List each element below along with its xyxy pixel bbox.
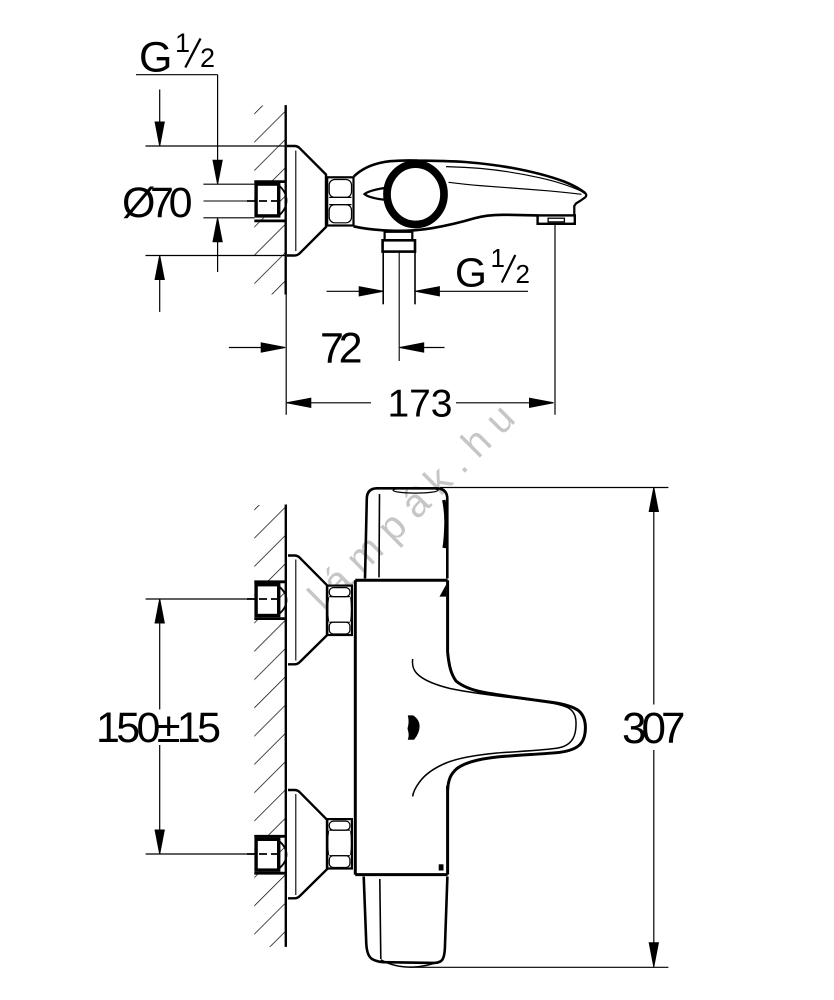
svg-text:1: 1 [175, 28, 190, 58]
svg-text:G: G [139, 34, 172, 82]
svg-text:G: G [455, 249, 487, 295]
svg-text:2: 2 [200, 43, 215, 73]
svg-text:2: 2 [516, 259, 530, 289]
svg-text:150±15: 150±15 [96, 704, 221, 752]
svg-text:72: 72 [320, 325, 363, 373]
svg-text:1: 1 [491, 243, 505, 273]
svg-text:Ø70: Ø70 [122, 179, 193, 227]
svg-text:307: 307 [622, 704, 686, 753]
svg-text:173: 173 [388, 383, 453, 426]
